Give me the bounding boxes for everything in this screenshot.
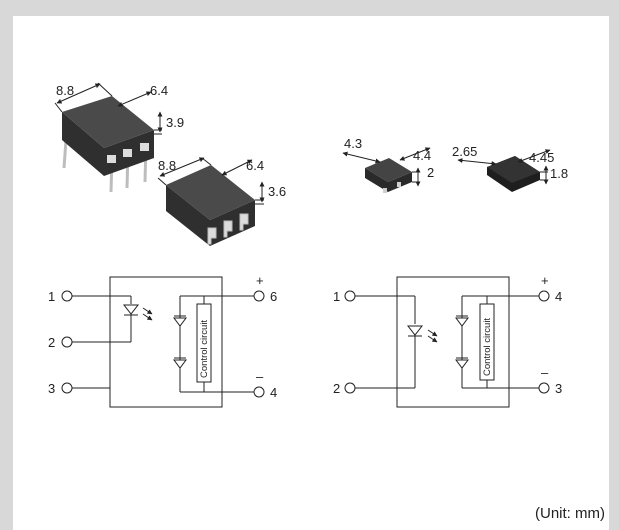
circuit6-plus: +	[256, 273, 264, 288]
circuit6-pin-6: 6	[270, 289, 277, 304]
smd6-leads	[207, 213, 249, 245]
frame-border-top	[0, 0, 619, 16]
frame-border-right	[609, 0, 619, 530]
circuit6-led	[122, 304, 140, 315]
frame-border-left	[0, 0, 13, 530]
dip6-width-label: 6.4	[150, 83, 168, 98]
circuit4-led	[406, 325, 424, 336]
circuit4-pin-3: 3	[555, 381, 562, 396]
circuit4-photodiode-2	[455, 359, 469, 369]
dip6-body-front	[62, 112, 154, 176]
smd6-body-front	[166, 185, 255, 246]
small4-length-label: 4.3	[344, 136, 362, 151]
circuit4-minus: –	[541, 365, 549, 380]
circuit6-minus: –	[256, 369, 264, 384]
package-small4: 4.3 4.4 2	[342, 136, 434, 193]
unit-note: (Unit: mm)	[535, 505, 605, 522]
circuit4-photodiode-1	[455, 317, 469, 327]
package-smd6: 8.8 6.4 3.6	[157, 157, 286, 246]
package-tiny4: 2.65 4.45 1.8	[452, 144, 568, 192]
circuit4-plus: +	[541, 273, 549, 288]
tiny4-length-label: 2.65	[452, 144, 477, 159]
smd6-width-label: 6.4	[246, 158, 264, 173]
circuit4-control-label: Control circuit	[482, 318, 493, 376]
tiny4-width-label: 4.45	[529, 150, 554, 165]
circuit6-pin-4: 4	[270, 385, 277, 400]
circuit6-photodiode-1	[173, 317, 187, 327]
circuit4-pin-1: 1	[333, 289, 340, 304]
tiny4-height-label: 1.8	[550, 166, 568, 181]
circuit-6pin	[61, 276, 265, 408]
small4-height-label: 2	[427, 165, 434, 180]
dip6-body-top	[62, 96, 154, 148]
smd6-body-top	[166, 165, 255, 220]
circuit-4pin	[344, 276, 550, 408]
smd6-height-label: 3.6	[268, 184, 286, 199]
circuit6-control-label: Control circuit	[199, 320, 210, 378]
smd6-length-label: 8.8	[158, 158, 176, 173]
package-dip6: 8.8 6.4 3.9	[54, 82, 184, 193]
dip6-height-label: 3.9	[166, 115, 184, 130]
dip6-length-label: 8.8	[56, 83, 74, 98]
circuit6-photodiode-2	[173, 359, 187, 369]
circuit4-pin-4: 4	[555, 289, 562, 304]
circuit4-pin-2: 2	[333, 381, 340, 396]
circuit6-pin-1: 1	[48, 289, 55, 304]
circuit4-outline	[396, 276, 510, 408]
circuit6-pin-3: 3	[48, 381, 55, 396]
circuit6-pin-2: 2	[48, 335, 55, 350]
small4-width-label: 4.4	[413, 148, 431, 163]
